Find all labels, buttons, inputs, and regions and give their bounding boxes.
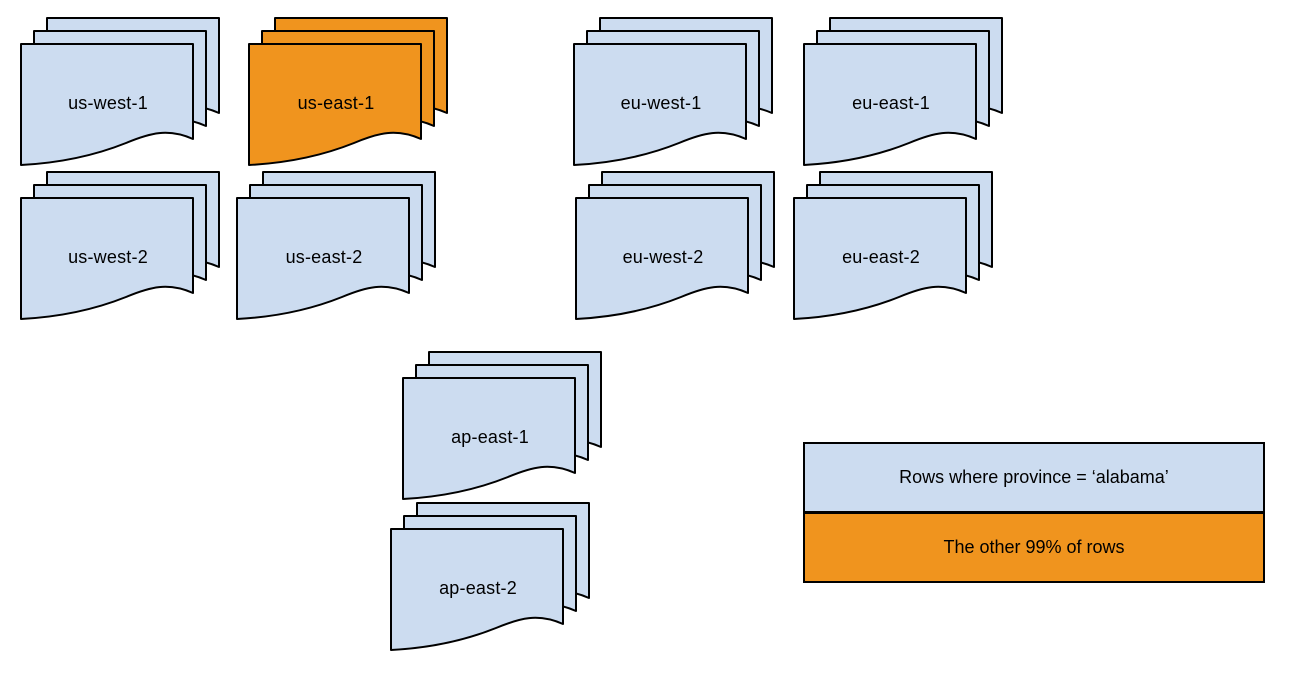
document-stack-icon [236, 171, 436, 320]
legend: Rows where province = ‘alabama’ The othe… [803, 442, 1265, 583]
document-stack-icon [248, 17, 448, 166]
document-stack-icon [573, 17, 773, 166]
doc-stack-eu-west-1: eu-west-1 [573, 17, 775, 167]
doc-stack-ap-east-1: ap-east-1 [402, 351, 604, 501]
document-stack-icon [390, 502, 590, 651]
doc-stack-us-west-2: us-west-2 [20, 171, 222, 321]
document-stack-icon [20, 17, 220, 166]
document-stack-icon [402, 351, 602, 500]
doc-stack-ap-east-2: ap-east-2 [390, 502, 592, 652]
legend-item-other-rows: The other 99% of rows [805, 514, 1263, 581]
legend-label: The other 99% of rows [943, 537, 1125, 557]
region-label: eu-west-2 [622, 246, 704, 267]
legend-item-alabama-rows: Rows where province = ‘alabama’ [805, 444, 1263, 514]
document-stack-icon [803, 17, 1003, 166]
legend-label: Rows where province = ‘alabama’ [899, 467, 1169, 487]
document-stack-icon [20, 171, 220, 320]
region-label: us-west-1 [68, 92, 148, 113]
doc-stack-us-west-1: us-west-1 [20, 17, 222, 167]
doc-stack-eu-east-2: eu-east-2 [793, 171, 995, 321]
doc-stack-eu-west-2: eu-west-2 [575, 171, 777, 321]
region-label: ap-east-1 [451, 426, 529, 447]
region-label: us-east-1 [297, 92, 375, 113]
document-stack-icon [793, 171, 993, 320]
doc-stack-eu-east-1: eu-east-1 [803, 17, 1005, 167]
region-label: ap-east-2 [439, 577, 517, 598]
region-label: eu-east-2 [842, 246, 920, 267]
region-label: eu-west-1 [620, 92, 702, 113]
document-stack-icon [575, 171, 775, 320]
region-label: us-east-2 [285, 246, 363, 267]
doc-stack-us-east-2: us-east-2 [236, 171, 438, 321]
doc-stack-us-east-1: us-east-1 [248, 17, 450, 167]
region-label: us-west-2 [68, 246, 148, 267]
region-label: eu-east-1 [852, 92, 930, 113]
